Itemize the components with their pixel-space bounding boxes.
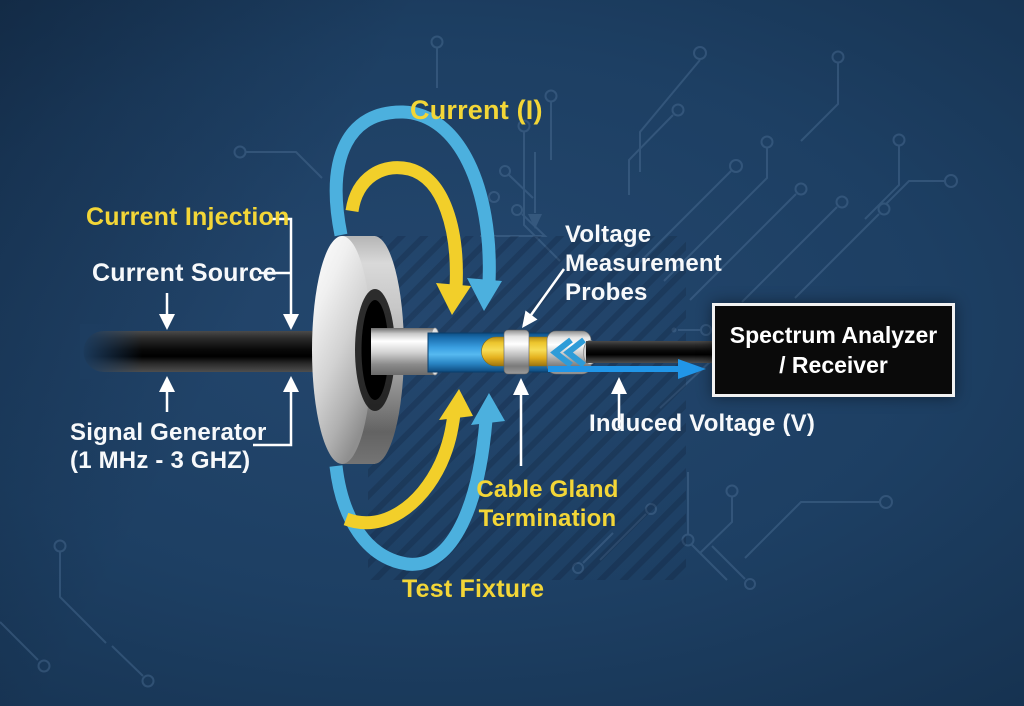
current-loop-blue-top-arrowhead [467,278,502,311]
label-current-source: Current Source [92,259,277,287]
label-cable-gland-line1: Cable Gland [476,476,619,503]
current-loop-yellow-bottom-arrowhead [439,389,473,420]
leader-signal-generator-arrowhead [283,376,299,392]
label-voltage-probes-line1: Voltage [565,221,652,248]
label-cable-gland: Cable Gland Termination [470,475,625,533]
cable-gland-collar [503,329,530,375]
diagonal-hatch [368,236,686,580]
arrow-signal-generator-head [159,376,175,392]
label-test-fixture: Test Fixture [402,575,545,603]
chevron-left-icon [550,337,586,368]
leader-current-injection [271,217,293,314]
label-cable-gland-line2: Termination [478,505,617,532]
label-voltage-probes-line2: Measurement [565,250,722,277]
leader-lines [159,217,627,466]
label-signal-generator-line2: (1 MHz - 3 GHZ) [70,447,251,474]
cable-right [586,341,716,363]
induced-voltage-arrow [548,359,706,379]
label-signal-generator: Signal Generator (1 MHz - 3 GHZ) [70,419,267,475]
current-loop-blue-bottom-arrowhead [471,393,505,425]
arrow-induced-voltage-head [611,377,627,394]
label-signal-generator-line1: Signal Generator [70,419,267,446]
current-loop-yellow-bottom [343,413,461,530]
spectrum-analyzer-box-line2: / Receiver [779,352,888,378]
current-loop-yellow-top-arrowhead [436,283,471,315]
leader-signal-generator [253,392,293,447]
title-current: Current (I) [410,95,543,125]
spectrum-analyzer-box: Spectrum Analyzer / Receiver [712,303,955,397]
leader-voltage-probes-arrowhead [522,310,538,328]
leader-voltage-probes [529,268,566,316]
spectrum-analyzer-box-line1: Spectrum Analyzer [729,322,938,348]
label-voltage-probes-line3: Probes [565,279,648,306]
leader-current-injection-arrowhead [283,314,299,330]
cable-left [80,324,338,379]
current-loop-blue-top [329,105,496,284]
label-current-injection: Current Injection [86,203,290,231]
arrow-cable-gland-head [513,378,529,395]
arrow-current-source-head [159,314,175,330]
current-loop-yellow-top [345,161,463,289]
label-induced-voltage: Induced Voltage (V) [589,410,816,437]
label-voltage-probes: Voltage Measurement Probes [565,220,722,307]
current-loop-arrows [329,105,505,571]
